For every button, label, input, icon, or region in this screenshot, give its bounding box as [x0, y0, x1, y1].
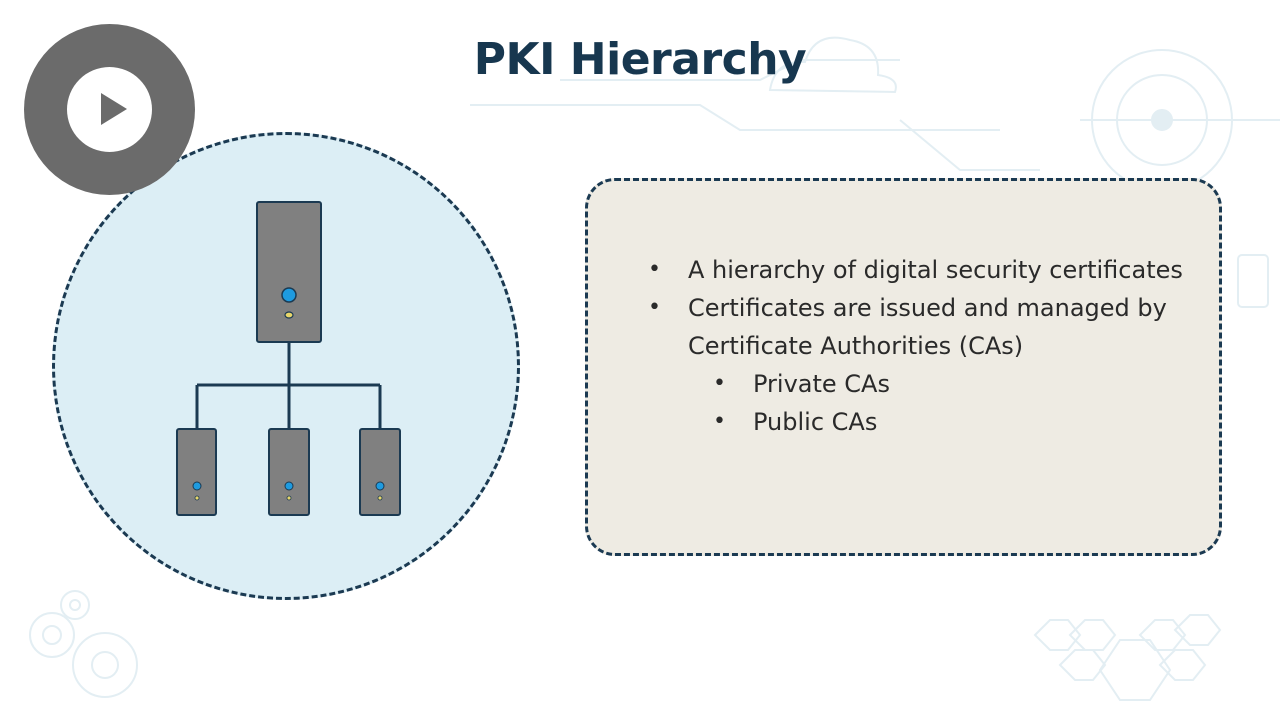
play-button[interactable]	[24, 24, 195, 195]
bullet-list: A hierarchy of digital security certific…	[648, 251, 1188, 441]
bullet-item: Certificates are issued and managed by C…	[648, 289, 1188, 365]
bullet-item: A hierarchy of digital security certific…	[648, 251, 1188, 289]
sub-bullet-item: Private CAs	[648, 365, 1188, 403]
child-server-icon	[359, 428, 401, 516]
root-server-icon	[256, 201, 322, 343]
play-icon[interactable]	[67, 67, 152, 152]
connector-lines	[195, 342, 382, 430]
child-server-icon	[176, 428, 217, 516]
play-triangle	[101, 93, 127, 125]
slide-title: PKI Hierarchy	[473, 34, 807, 85]
child-server-icon	[268, 428, 310, 516]
info-box: A hierarchy of digital security certific…	[585, 178, 1222, 556]
sub-bullet-item: Public CAs	[648, 403, 1188, 441]
